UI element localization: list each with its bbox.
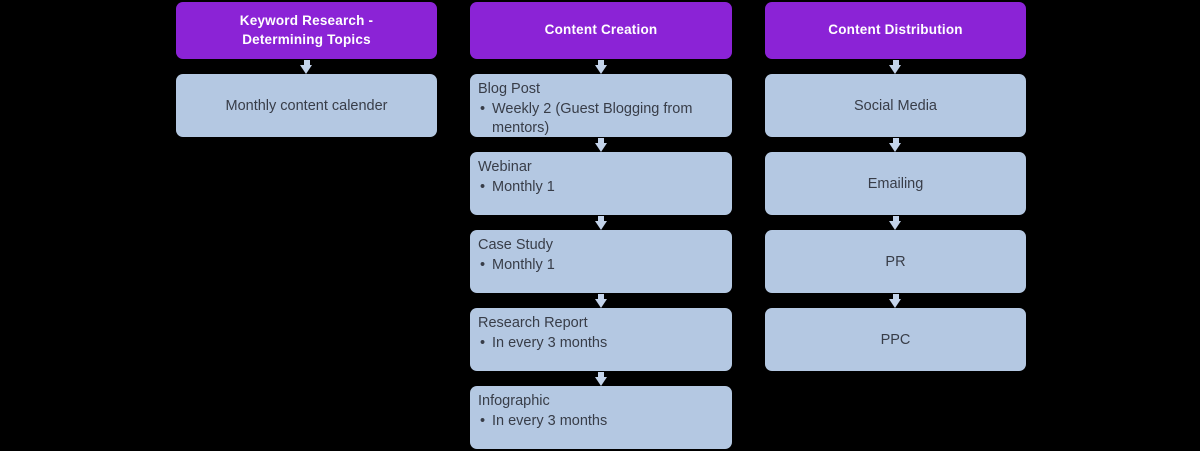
flow-node-bullets: In every 3 months	[478, 412, 724, 431]
arrow-head	[300, 64, 312, 74]
flow-node-bullet-item: Monthly 1	[478, 256, 724, 275]
flow-node-label: Emailing	[867, 175, 924, 192]
flow-node[interactable]: Monthly content calender	[176, 74, 437, 137]
arrow-down-icon	[470, 59, 732, 74]
arrow-down-icon	[470, 371, 732, 386]
column-header-0[interactable]: Keyword Research - Determining Topics	[176, 2, 437, 59]
flow-node[interactable]: Research Report In every 3 months	[470, 308, 732, 371]
arrow-stem	[892, 293, 899, 300]
arrow-down-icon	[765, 59, 1026, 74]
arrow-stem	[598, 215, 604, 222]
flow-node-bullets: Monthly 1	[478, 178, 724, 197]
flow-node-bullets: In every 3 months	[478, 334, 724, 353]
column-header-label: Keyword Research - Determining Topics	[239, 13, 374, 47]
flow-node[interactable]: Case StudyMonthly 1	[470, 230, 732, 293]
arrow-down-glyph	[889, 59, 902, 74]
arrow-head	[594, 376, 607, 386]
arrow-head	[889, 142, 901, 152]
arrow-down-icon	[765, 137, 1026, 152]
arrow-down-glyph	[594, 215, 608, 230]
column-header-2[interactable]: Content Distribution	[765, 2, 1026, 59]
flow-node-bullets: Weekly 2 (Guest Blogging from mentors)	[478, 100, 724, 137]
flow-node-bullet-item: Monthly 1	[478, 178, 724, 197]
arrow-down-glyph	[594, 293, 608, 308]
arrow-head	[889, 64, 901, 74]
arrow-down-icon	[470, 293, 732, 308]
arrow-stem	[892, 137, 899, 144]
flow-node-label: PPC	[880, 331, 911, 348]
column-header-1[interactable]: Content Creation	[470, 2, 732, 59]
arrow-head	[889, 220, 901, 230]
arrow-stem	[598, 293, 604, 300]
flow-node[interactable]: PPC	[765, 308, 1026, 371]
flow-node-label: PR	[885, 253, 906, 270]
flow-node[interactable]: Social Media	[765, 74, 1026, 137]
column-header-label: Content Distribution	[828, 22, 963, 38]
arrow-down-glyph	[889, 137, 902, 152]
arrow-head	[889, 298, 901, 308]
arrow-down-glyph	[594, 137, 608, 152]
flow-node-title: Research Report	[478, 315, 588, 331]
flow-node-bullet-item: In every 3 months	[478, 412, 724, 431]
flow-node-bullets: Monthly 1	[478, 256, 724, 275]
flow-node-label: Social Media	[853, 97, 937, 114]
arrow-head	[594, 298, 607, 308]
flow-node-title: Case Study	[478, 237, 553, 253]
arrow-down-glyph	[594, 59, 608, 74]
arrow-down-glyph	[594, 371, 608, 386]
arrow-down-glyph	[300, 59, 313, 74]
flow-node-label: Monthly content calender	[225, 97, 388, 114]
arrow-down-glyph	[889, 215, 902, 230]
flow-node-title: Infographic	[478, 393, 550, 409]
flow-node-title: Blog Post	[478, 81, 541, 97]
arrow-stem	[598, 59, 604, 66]
arrow-head	[594, 64, 607, 74]
arrow-down-icon	[470, 137, 732, 152]
arrow-stem	[892, 215, 899, 222]
flow-node[interactable]: Blog PostWeekly 2 (Guest Blogging from m…	[470, 74, 732, 137]
arrow-stem	[892, 59, 899, 66]
flow-node-title: Webinar	[478, 159, 532, 175]
arrow-head	[594, 220, 607, 230]
flow-node[interactable]: WebinarMonthly 1	[470, 152, 732, 215]
arrow-down-icon	[765, 293, 1026, 308]
arrow-down-icon	[765, 215, 1026, 230]
arrow-down-glyph	[889, 293, 902, 308]
column-header-label: Content Creation	[544, 22, 658, 38]
arrow-stem	[598, 137, 604, 144]
flow-node-bullet-item: Weekly 2 (Guest Blogging from mentors)	[478, 100, 724, 137]
arrow-down-icon	[470, 215, 732, 230]
flow-node-bullet-item: In every 3 months	[478, 334, 724, 353]
flow-node[interactable]: Emailing	[765, 152, 1026, 215]
arrow-down-icon	[176, 59, 437, 74]
arrow-stem	[598, 371, 604, 378]
flow-node[interactable]: PR	[765, 230, 1026, 293]
flow-node[interactable]: Infographic In every 3 months	[470, 386, 732, 449]
arrow-stem	[303, 59, 310, 66]
arrow-head	[594, 142, 607, 152]
